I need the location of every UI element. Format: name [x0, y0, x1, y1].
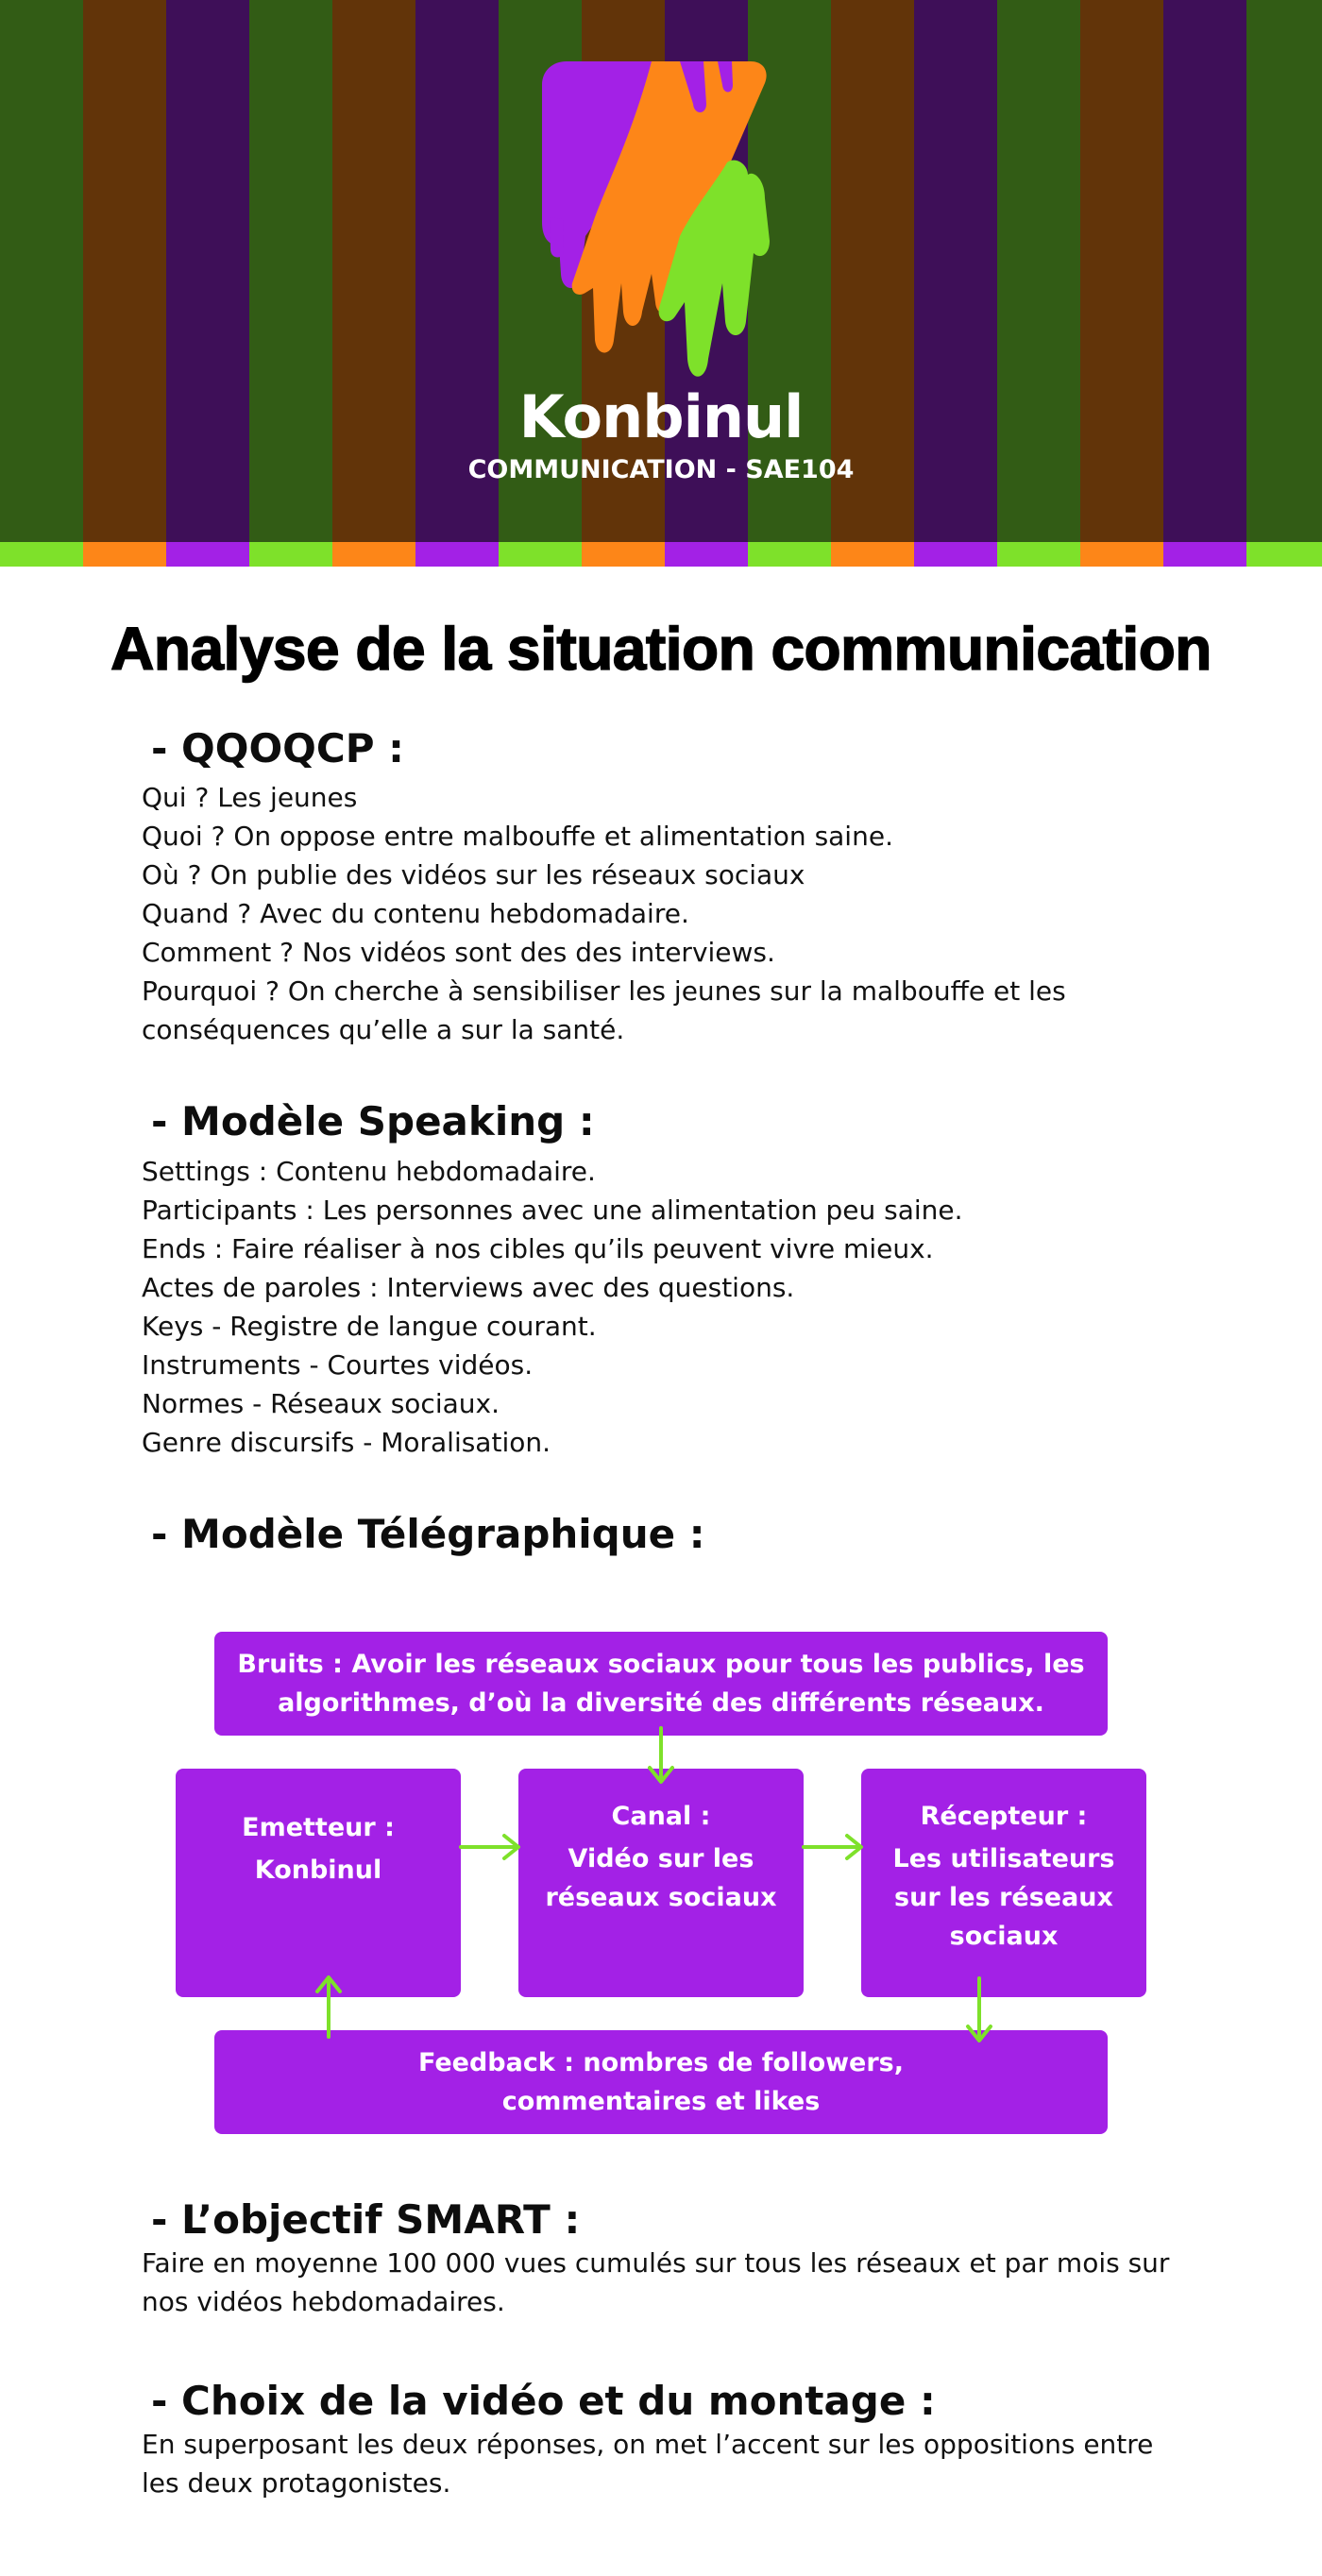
recepteur-value: sur les réseaux [894, 1883, 1113, 1912]
header-stripe [415, 0, 499, 567]
konbinul-logo-icon [542, 61, 770, 377]
video-text: En superposant les deux réponses, on met… [142, 2425, 1199, 2502]
list-item: Quoi ? On oppose entre malbouffe et alim… [142, 821, 893, 852]
header-stripe [166, 0, 249, 567]
header-banner: Konbinul COMMUNICATION - SAE104 [0, 0, 1322, 567]
list-item: Actes de paroles : Interviews avec des q… [142, 1272, 795, 1303]
paragraph-line: Faire en moyenne 100 000 vues cumulés su… [142, 2247, 1170, 2279]
recepteur-value: Les utilisateurs [892, 1844, 1115, 1873]
smart-text: Faire en moyenne 100 000 vues cumulés su… [142, 2244, 1199, 2321]
arrow-head [502, 1834, 520, 1860]
header-stripe [1163, 0, 1246, 567]
brand-name: Konbinul [518, 382, 805, 451]
feedback-box: Feedback : nombres de followers, comment… [214, 2030, 1108, 2134]
qqoqcp-heading: - QQOQCP : [151, 725, 404, 771]
paragraph-line: les deux protagonistes. [142, 2467, 451, 2499]
page-title: Analyse de la situation communication [110, 614, 1212, 684]
list-item: Normes - Réseaux sociaux. [142, 1388, 500, 1419]
arrow-head [845, 1834, 863, 1860]
telegraphique-heading: - Modèle Télégraphique : [151, 1511, 705, 1557]
header-stripe [831, 0, 914, 567]
recepteur-label: Récepteur : [920, 1802, 1088, 1831]
header-stripe [332, 0, 415, 567]
list-item: Quand ? Avec du contenu hebdomadaire. [142, 898, 689, 929]
emetteur-box: Emetteur : Konbinul [176, 1769, 461, 1997]
feedback-line: Feedback : nombres de followers, [417, 2048, 905, 2077]
emetteur-value: Konbinul [254, 1856, 382, 1885]
bruits-line: Bruits : Avoir les réseaux sociaux pour … [237, 1650, 1085, 1679]
list-item: Ends : Faire réaliser à nos cibles qu’il… [142, 1233, 934, 1264]
smart-heading: - L’objectif SMART : [151, 2196, 581, 2243]
canal-box: Canal : Vidéo sur les réseaux sociaux [518, 1769, 804, 1997]
emetteur-label: Emetteur : [242, 1813, 395, 1842]
feedback-line: commentaires et likes [501, 2087, 821, 2116]
header-stripe [748, 0, 831, 567]
canal-label: Canal : [611, 1802, 711, 1831]
list-item: conséquences qu’elle a sur la santé. [142, 1014, 625, 1045]
paragraph-line: En superposant les deux réponses, on met… [142, 2429, 1154, 2460]
speaking-list: Settings : Contenu hebdomadaire. Partici… [142, 1152, 1199, 1462]
arrow-head [315, 1975, 342, 1993]
header-stripe [0, 0, 83, 567]
paragraph-line: nos vidéos hebdomadaires. [142, 2286, 505, 2317]
header-stripe [914, 0, 997, 567]
arrow-head [648, 1766, 674, 1784]
bruits-box: Bruits : Avoir les réseaux sociaux pour … [214, 1632, 1108, 1736]
list-item: Qui ? Les jeunes [142, 782, 358, 813]
list-item: Où ? On publie des vidéos sur les réseau… [142, 859, 805, 890]
recepteur-box: Récepteur : Les utilisateurs sur les rés… [861, 1769, 1146, 1997]
header-stripe [249, 0, 332, 567]
bruits-line: algorithmes, d’où la diversité des diffé… [278, 1688, 1044, 1718]
video-heading: - Choix de la vidéo et du montage : [151, 2378, 936, 2424]
header-stripe [1246, 0, 1322, 567]
list-item: Genre discursifs - Moralisation. [142, 1427, 551, 1458]
canal-value: réseaux sociaux [545, 1883, 777, 1912]
header-stripe [997, 0, 1080, 567]
recepteur-value: sociaux [949, 1922, 1059, 1951]
arrow-head [966, 2025, 992, 2042]
header-stripe [1080, 0, 1163, 567]
list-item: Settings : Contenu hebdomadaire. [142, 1156, 596, 1187]
canal-value: Vidéo sur les [568, 1844, 754, 1873]
qqoqcp-list: Qui ? Les jeunes Quoi ? On oppose entre … [142, 778, 1199, 1049]
speaking-heading: - Modèle Speaking : [151, 1098, 595, 1144]
list-item: Pourquoi ? On cherche à sensibiliser les… [142, 975, 1066, 1007]
brand-subtitle: COMMUNICATION - SAE104 [467, 455, 855, 484]
header-stripe [83, 0, 166, 567]
list-item: Instruments - Courtes vidéos. [142, 1349, 534, 1381]
list-item: Comment ? Nos vidéos sont des des interv… [142, 937, 775, 968]
list-item: Participants : Les personnes avec une al… [142, 1195, 963, 1226]
list-item: Keys - Registre de langue courant. [142, 1311, 597, 1342]
